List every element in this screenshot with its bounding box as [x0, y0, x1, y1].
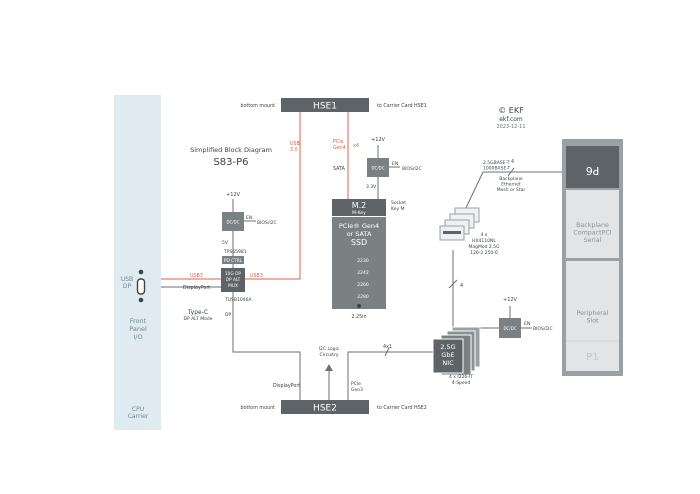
- usbc-12v-label: +12V: [226, 192, 241, 198]
- nic-box: [432, 338, 464, 374]
- hse2-label: HSE2: [313, 404, 337, 414]
- dp-alt-mode-label: DP ALT Mode: [183, 316, 212, 322]
- product-name: S83-P6: [213, 157, 248, 168]
- m2-size-2280: 2280: [357, 294, 369, 300]
- mux-part-label: TUSB1046A: [224, 297, 252, 303]
- diagram-title: Simplified Block Diagram: [190, 146, 272, 154]
- lower-displayport-label: DisplayPort: [273, 383, 300, 389]
- eth-bus-label: 4: [511, 159, 514, 165]
- m2-33v-label: 3.3V: [366, 184, 377, 190]
- p1-label: P1: [586, 352, 598, 363]
- m2-en-label: EN: [392, 161, 398, 167]
- usbc-bios-label: BIOS/I2C: [257, 220, 277, 226]
- nic-dcdc-label: DC/DC: [503, 326, 516, 331]
- x4x1-slash: [384, 347, 390, 357]
- usbc-dcdc-label: DC/DC: [226, 220, 239, 225]
- usbc-dcdc-box: [222, 212, 244, 231]
- pd-ctrl-box: [222, 256, 244, 264]
- type-c-label: Type-C: [187, 309, 208, 316]
- usb-connector-dot-bottom: [138, 297, 144, 303]
- m2-mounting-hole: [357, 304, 361, 308]
- m2-size-2260: 2260: [357, 282, 369, 288]
- nic-mag-slash: [448, 279, 458, 289]
- usbc-5v-label: 5V: [222, 240, 229, 246]
- front-panel-strip: [114, 95, 161, 430]
- displayport-label: DisplayPort: [183, 285, 210, 291]
- hse2-carrier-note: to Carrier Card HSE2: [377, 405, 427, 411]
- hse1-carrier-note: to Carrier Card HSE1: [377, 103, 427, 109]
- sata-label: SATA: [333, 166, 346, 172]
- eth-bus-slash: [507, 167, 515, 177]
- pcie-gen3-nic-line: [347, 351, 440, 400]
- m2-header-box: [332, 199, 386, 216]
- dp-line-down: [232, 292, 301, 400]
- pcie-x4-label: x4: [353, 143, 359, 149]
- dp-alt-mux-box: [221, 268, 245, 292]
- copyright-date: 2023-12-11: [496, 124, 525, 130]
- usbc-tps-label: TPS65981: [223, 249, 247, 255]
- usb-connector-dot-top: [138, 269, 144, 275]
- nic-bios-label: BIOS/I2C: [533, 326, 553, 332]
- m2-key-label: M-Key: [352, 210, 366, 216]
- hse2-bottom-mount: bottom mount: [241, 405, 276, 411]
- connection-lines: [161, 112, 566, 400]
- p6-label: P6: [586, 164, 600, 177]
- copyright-url: ekf.com: [499, 116, 523, 123]
- peripheral-slot: [566, 261, 619, 371]
- nic-en-label: EN: [524, 321, 530, 327]
- usb3-line-up: [245, 112, 301, 280]
- usb-c-connector-icon: [136, 278, 146, 295]
- nic-mag-bus-label: 4: [460, 283, 463, 289]
- x4x1-label: 4x1: [383, 344, 392, 350]
- cpci-slot: [566, 190, 619, 258]
- hse1-label: HSE1: [313, 102, 337, 112]
- magnetics-pins: [443, 231, 461, 234]
- mag-backplane-line: [464, 171, 566, 211]
- m2-bios-label: BIOS/I2C: [402, 166, 422, 172]
- m2-size-note: 2.25in: [351, 314, 366, 320]
- m2-size-2230: 2230: [357, 258, 369, 264]
- m2-size-2242: 2242: [357, 270, 369, 276]
- hse1-bottom-mount: bottom mount: [241, 103, 276, 109]
- nic-12v-label: +12V: [503, 297, 518, 303]
- m2-title: M.2: [352, 201, 367, 210]
- i2c-arrow-head: [325, 364, 333, 371]
- hse2-connector: [281, 400, 369, 414]
- m2-12v-label: +12V: [371, 137, 386, 143]
- p6-connector: [566, 146, 619, 188]
- pd-ctrl-label: PD CTRL: [224, 258, 243, 264]
- usb3-left-label: USB3: [190, 273, 203, 279]
- m2-ssd-box: [332, 217, 386, 309]
- magnetics-stack: [439, 207, 480, 241]
- usbc-en-label: EN: [246, 215, 252, 221]
- dp-line-label: DP: [225, 312, 231, 318]
- hse1-connector: [281, 98, 369, 112]
- nic-dcdc-box: [499, 318, 521, 338]
- m2-dcdc-label: DC/DC: [371, 166, 384, 171]
- m2-dcdc-box: [367, 158, 389, 177]
- usb3-right-label: USB3: [250, 273, 263, 279]
- copyright-mark: © EKF: [498, 106, 524, 115]
